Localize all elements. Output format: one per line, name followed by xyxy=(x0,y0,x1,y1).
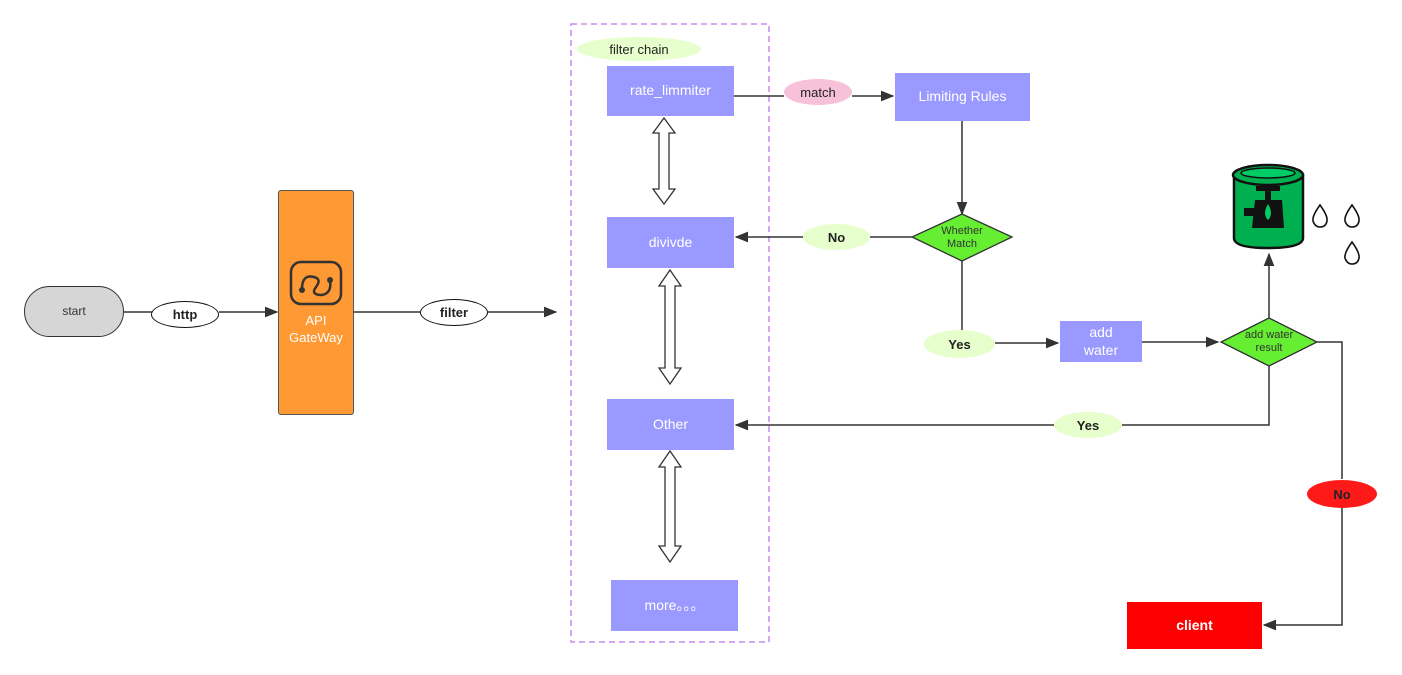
double-arrow-other-more xyxy=(657,449,683,564)
whether-match-diamond xyxy=(910,213,1014,262)
chain-links xyxy=(651,116,683,564)
gateway-label: API GateWay xyxy=(289,313,343,345)
api-gateway-node: API GateWay xyxy=(278,190,354,415)
no-text: No xyxy=(827,229,846,245)
rate-limiter-label: rate_limmiter xyxy=(630,82,711,99)
match-text: match xyxy=(800,84,836,100)
client-label: client xyxy=(1176,616,1213,633)
yes-label: Yes xyxy=(924,330,995,358)
gateway-icon xyxy=(289,261,343,306)
limiting-rules-node: Limiting Rules xyxy=(895,73,1030,121)
yes-other-label: Yes xyxy=(1054,412,1122,438)
no-client-text: No xyxy=(1333,486,1351,502)
add-water-node: add water xyxy=(1060,321,1142,362)
water-drop-icon xyxy=(1344,203,1360,228)
start-label: start xyxy=(62,304,86,318)
water-drops xyxy=(1312,203,1360,265)
divide-label: divivde xyxy=(648,233,693,250)
whether-match-label: Whether Match xyxy=(941,225,983,250)
filter-chain-container xyxy=(570,23,770,643)
add-water-label: add water xyxy=(1083,324,1119,358)
no-label: No xyxy=(803,224,870,250)
filter-text: filter xyxy=(439,305,469,320)
add-water-result-label: add water result xyxy=(1244,329,1294,354)
http-label: http xyxy=(151,301,219,328)
more-node: more。。。 xyxy=(611,580,738,631)
rate-limiter-node: rate_limmiter xyxy=(607,66,734,116)
result-no-connector xyxy=(1317,341,1343,479)
yes-text: Yes xyxy=(948,336,971,352)
double-arrow-rate-divide xyxy=(651,116,677,206)
start-node: start xyxy=(24,286,124,337)
water-drop-icon xyxy=(1312,203,1328,228)
match-label: match xyxy=(784,79,852,105)
other-label: Other xyxy=(652,415,688,432)
no-client-arrow xyxy=(1262,508,1343,631)
divide-node: divivde xyxy=(607,217,734,268)
filter-label: filter xyxy=(420,299,488,326)
water-drop-icon xyxy=(1344,240,1360,265)
yes-other-text: Yes xyxy=(1076,417,1100,433)
result-yes-connector xyxy=(1122,366,1270,426)
filter-chain-text: filter chain xyxy=(609,41,669,57)
filter-chain-label: filter chain xyxy=(577,37,701,61)
http-text: http xyxy=(172,307,198,322)
no-client-label: No xyxy=(1307,480,1377,508)
add-water-result-diamond xyxy=(1219,317,1319,367)
client-node: client xyxy=(1127,602,1262,649)
other-node: Other xyxy=(607,399,734,450)
more-label: more。。。 xyxy=(644,596,705,613)
water-bucket-icon xyxy=(1231,163,1305,250)
limiting-rules-label: Limiting Rules xyxy=(918,88,1007,105)
double-arrow-divide-other xyxy=(657,268,683,386)
